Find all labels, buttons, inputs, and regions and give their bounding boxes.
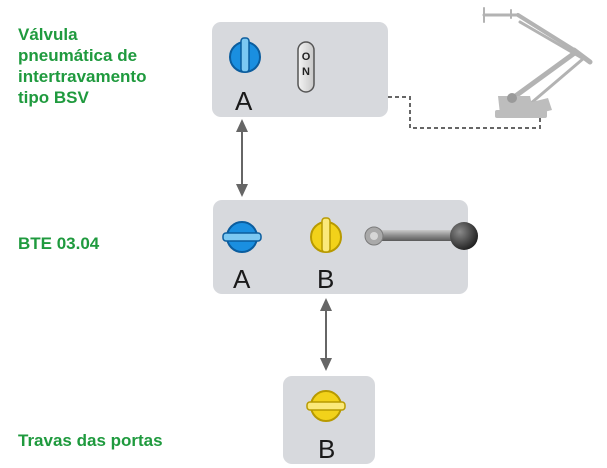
door-locks-label: Travas das portas xyxy=(18,431,163,450)
valve-key-letter: A xyxy=(235,86,253,116)
valve-label-line-4: tipo BSV xyxy=(18,88,89,107)
valve-label-line-3: intertravamento xyxy=(18,67,147,86)
switch-letter-n: N xyxy=(302,66,310,78)
switch-letter-o: O xyxy=(301,51,311,63)
bte-key-a-letter: A xyxy=(233,264,251,294)
bte-label: BTE 03.04 xyxy=(18,234,100,253)
handle-lever-icon xyxy=(364,222,478,250)
on-switch-icon xyxy=(297,41,315,93)
valve-label: Válvula pneumática de intertravamento ti… xyxy=(18,24,146,108)
dashed-link-line xyxy=(388,96,541,129)
pantograph-base xyxy=(495,93,552,118)
connector-arrow-valve-bte xyxy=(236,119,248,197)
valve-label-line-1: Válvula xyxy=(18,25,78,44)
bte-key-b-icon xyxy=(310,217,342,253)
valve-label-line-2: pneumática de xyxy=(18,46,138,65)
bte-panel xyxy=(213,200,468,294)
bte-key-a-icon xyxy=(222,221,262,253)
door-key-b-icon xyxy=(306,390,346,422)
pantograph-icon xyxy=(482,7,593,106)
door-key-letter: B xyxy=(318,434,336,464)
key-a-icon xyxy=(229,37,261,73)
bte-key-b-letter: B xyxy=(317,264,335,294)
connector-arrow-bte-door xyxy=(320,298,332,371)
